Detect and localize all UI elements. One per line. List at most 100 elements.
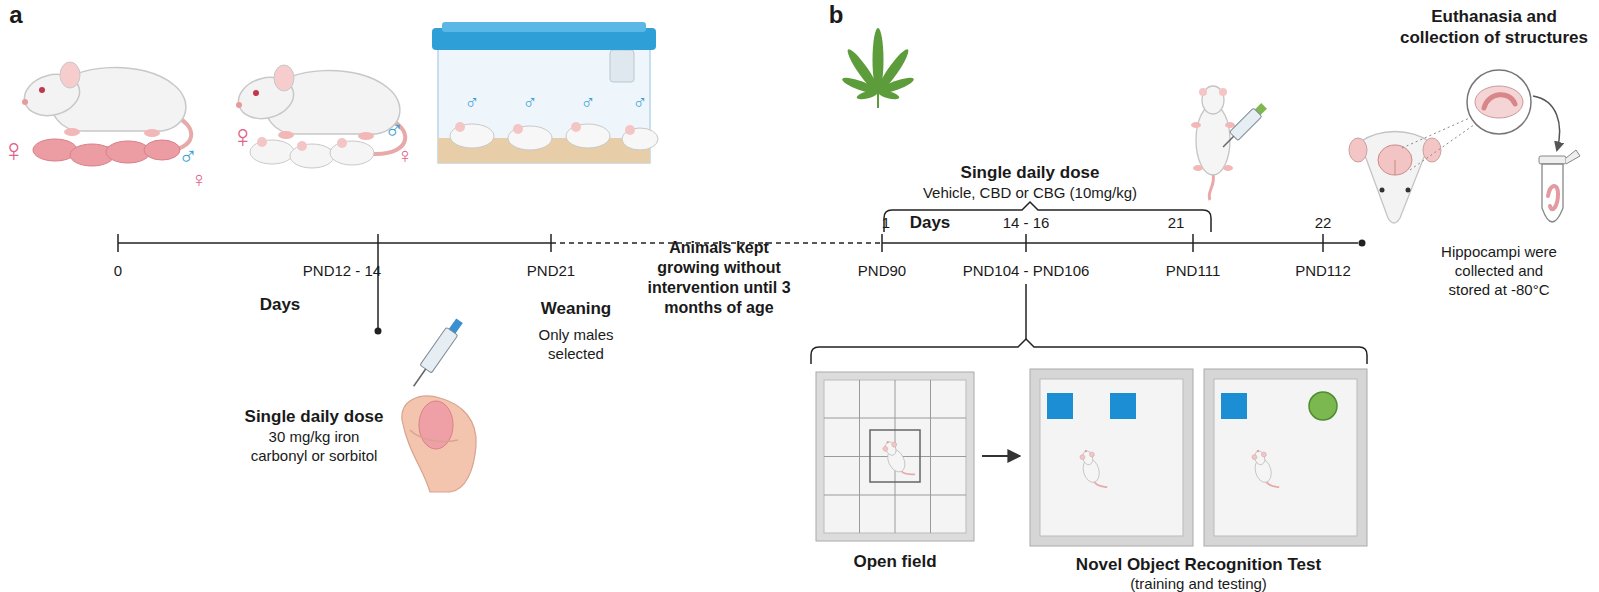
nor-training-arena-part (1030, 369, 1193, 546)
sex-symbol: ♂ (379, 114, 409, 147)
rat-injection-part-part (1223, 136, 1234, 147)
node-subtitle: (training and testing) (1030, 575, 1367, 592)
hand-injection-part-part (414, 369, 426, 386)
brain-collection-part (1484, 95, 1515, 108)
step-heading: Single daily dose (920, 162, 1140, 183)
brain-collection-part (1533, 96, 1560, 150)
open-field-arena-part (880, 436, 915, 482)
timeline-b (882, 234, 1366, 339)
rat-injection-part (1209, 174, 1214, 200)
mother-rat-with-pups-part (144, 140, 180, 160)
mother-rat-with-pups-part (106, 141, 150, 163)
hand-injection-part (402, 396, 476, 492)
sex-symbol: ♂ (575, 90, 601, 115)
brain-collection-part (1539, 156, 1566, 164)
flow-arrow (982, 455, 1020, 457)
step-heading: Weaning (521, 298, 631, 319)
open-field-arena-part (870, 430, 920, 482)
timeline-b-part (881, 234, 883, 252)
mother-rat-with-older-pups-part (250, 140, 294, 164)
timeline-a-part (117, 234, 119, 252)
step-note: 30 mg/kg iron carbonyl or sorbitol (244, 428, 384, 466)
mother-rat-with-older-pups-part (234, 65, 405, 154)
rat-injection-part (1219, 102, 1268, 151)
open-field-arena-part (816, 372, 974, 541)
open-field-arena-part (824, 380, 966, 533)
timeline-tick-label: PND12 - 14 (282, 262, 402, 281)
timeline-a-part (550, 234, 552, 252)
mother-rat-with-pups (20, 62, 191, 166)
cage-part (625, 125, 635, 135)
timeline-a-part (375, 328, 382, 335)
nor-testing-arena-part (1250, 447, 1279, 492)
brain-collection-part (1475, 86, 1523, 118)
brain-collection-part (1395, 160, 1396, 175)
behaviour-bracket (811, 339, 1367, 364)
timeline-tick-label: PND90 (842, 262, 922, 281)
axis-label: Days (900, 212, 960, 233)
cage-part (438, 48, 650, 163)
nor-testing-arena-part (1214, 379, 1357, 536)
step-note: Hippocampi were collected and stored at … (1437, 243, 1562, 299)
rat-injection-part (1225, 122, 1235, 128)
brain-collection-part (1467, 70, 1531, 134)
panel-letter: a (1, 0, 31, 30)
rat-injection (1191, 86, 1268, 200)
open-field-arena (816, 372, 974, 541)
sex-symbol: ♀ (392, 142, 418, 170)
rat-injection-part (1193, 165, 1203, 171)
brain-collection (1349, 70, 1580, 223)
cage-part (455, 122, 465, 132)
nor-training-arena-part (1047, 393, 1073, 419)
hand-injection-part-part (420, 327, 458, 373)
sex-symbol: ♀ (226, 116, 260, 156)
step-heading: Euthanasia and collection of structures (1392, 6, 1597, 49)
mother-rat-with-older-pups-part (330, 141, 374, 165)
timeline-b-part (1359, 240, 1366, 247)
sex-symbol: ♂ (627, 90, 653, 115)
timeline-tick-label: PND104 - PND106 (941, 262, 1111, 281)
cannabis-leaf-part (877, 92, 879, 108)
cannabis-leaf (841, 28, 915, 108)
nor-testing-arena-part (1204, 369, 1367, 546)
test-arena-node: Open field (816, 372, 974, 572)
timeline-b-part (1322, 234, 1324, 252)
brain-collection-part (1423, 138, 1441, 162)
timeline-tick-label: 14 - 16 (986, 214, 1066, 233)
mother-rat-with-older-pups-part (337, 138, 347, 148)
cannabis-leaf-part (877, 89, 900, 101)
nor-training-arena-part (1078, 447, 1107, 492)
step-heading: Single daily dose (214, 406, 414, 427)
nor-training-arena-part (1040, 379, 1183, 536)
timeline-b-part (1192, 234, 1194, 252)
rat-injection-part (1199, 88, 1207, 96)
hand-injection (402, 317, 476, 492)
cage-part (610, 50, 634, 82)
nor-testing-arena (1204, 369, 1367, 546)
rat-injection-part (1196, 105, 1230, 175)
timeline-a-part (377, 234, 379, 330)
timeline-tick-label: 1 (874, 214, 898, 233)
mother-rat-with-older-pups-part (257, 137, 267, 147)
brain-collection-part (1349, 138, 1367, 162)
brain-collection-part (1542, 164, 1563, 222)
step-note: Only males selected (530, 326, 622, 364)
node-heading: Novel Object Recognition Test (1030, 554, 1367, 575)
hand-injection-part (408, 317, 465, 391)
hand-injection-part (410, 430, 458, 442)
brain-collection-part (1410, 122, 1478, 170)
rat-injection-part (1191, 122, 1201, 128)
timeline-tick-label: PND21 (511, 262, 591, 281)
axis-label: Days (245, 294, 315, 315)
rat-injection-part-part (1229, 108, 1262, 141)
step-note: Animals kept growing without interventio… (637, 238, 802, 318)
brain-collection-part (1380, 188, 1385, 193)
timeline-b-part (1025, 284, 1027, 339)
mother-rat-with-older-pups (234, 65, 405, 168)
brain-collection-part (1378, 145, 1412, 175)
cage (432, 22, 658, 163)
brain-collection-part (1406, 188, 1411, 193)
brain-collection-part (1360, 132, 1430, 224)
